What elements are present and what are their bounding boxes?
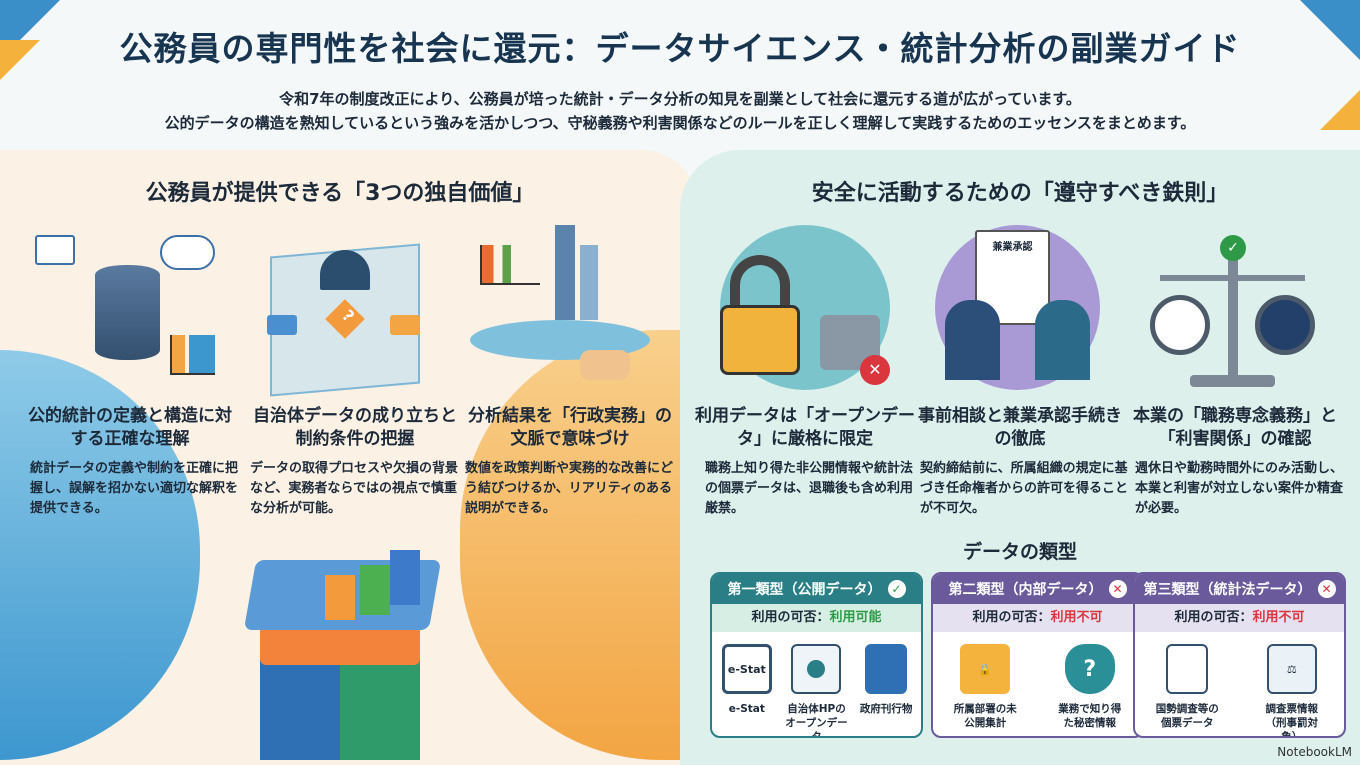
value-body-1: 統計データの定義や制約を正確に把握し、誤解を招かない適切な解釈を提供できる。: [30, 461, 239, 516]
e-stat-monitor-icon: e-Stat: [721, 644, 772, 694]
data-type-card-1: 第一類型（公開データ） ✓ 利用の可否：利用可能 e-Stat e-Stat 自治体…: [710, 572, 923, 738]
decor-triangle: [1300, 0, 1360, 60]
card-title: 第一類型（公開データ）: [727, 582, 882, 598]
rules-heading: 安全に活動するための「遵守すべき鉄則」: [811, 181, 1229, 206]
values-heading: 公務員が提供できる「3つの独自価値」: [145, 181, 535, 206]
government-data-cube-illustration: ?: [255, 235, 435, 400]
night-clock-icon: [1255, 295, 1315, 355]
web-page-globe-icon: [791, 644, 842, 694]
data-type-card-2: 第二類型（内部データ） ✕ 利用の可否：利用不可 🔒 所属部署の未公開集計 ? 業務で…: [931, 572, 1144, 738]
availability-label: 利用の可否：: [1174, 610, 1253, 625]
item-label: 政府刊行物: [859, 703, 913, 715]
notebooklm-watermark: NotebookLM: [1277, 745, 1352, 759]
value-title-1: 公的統計の定義と構造に対する正確な理解: [28, 406, 232, 449]
card-title: 第三類型（統計法データ）: [1143, 582, 1312, 598]
decor-triangle: [0, 40, 40, 80]
approval-handshake-illustration: 兼業承認: [935, 225, 1100, 390]
check-icon: ✓: [887, 580, 906, 598]
item-label: e-Stat: [728, 703, 765, 715]
rule-body-3: 週休日や勤務時間外にのみ活動し、本業と利害が対立しない案件か精査が必要。: [1135, 461, 1344, 516]
availability-status: 利用可能: [829, 610, 882, 625]
x-icon: ✕: [1108, 580, 1127, 598]
padlock-icon: [720, 305, 800, 375]
subtitle-line-2: 公的データの構造を熟知しているという強みを活かしつつ、守秘義務や利害関係などのル…: [164, 114, 1196, 132]
data-type-card-3: 第三類型（統計法データ） ✕ 利用の可否：利用不可 国勢調査等の個票データ ⚖ 調査…: [1133, 572, 1346, 738]
data-types-heading: データの類型: [962, 541, 1077, 563]
rule-body-2: 契約締結前に、所属組織の規定に基づき任命権者からの許可を得ることが不可欠。: [920, 461, 1129, 516]
availability-status: 利用不可: [1050, 610, 1103, 625]
item-label: 所属部署の未公開集計: [953, 703, 1017, 729]
rule-title-3: 本業の「職務専念義務」と「利害関係」の確認: [1133, 406, 1337, 449]
book-icon: [865, 644, 908, 694]
availability-label: 利用の可否：: [972, 610, 1051, 625]
item-label: 調査票情報（刑事罰対象）: [1265, 703, 1319, 738]
data-blocks-illustration: [243, 540, 442, 760]
values-panel: 公務員が提供できる「3つの独自価値」 ? 公的統計の定義と構造に対する正確な理解…: [0, 150, 700, 765]
lock-safe-illustration: ✕: [720, 225, 890, 390]
decor-triangle: [1320, 90, 1360, 130]
balance-scale-illustration: ✓: [1150, 230, 1315, 390]
shield-lock-icon: ?: [1064, 644, 1115, 694]
clipboard-gavel-icon: ⚖: [1266, 644, 1317, 694]
card-title: 第二類型（内部データ）: [948, 582, 1103, 598]
city-bridge-illustration: [470, 225, 650, 395]
x-icon: ✕: [860, 355, 890, 385]
database-illustration: [35, 230, 220, 395]
rule-title-1: 利用データは「オープンデータ」に厳格に限定: [695, 406, 915, 449]
item-label: 国勢調査等の個票データ: [1155, 703, 1219, 729]
availability-label: 利用の可否：: [751, 610, 830, 625]
item-label: 自治体HPのオープンデータ: [785, 703, 848, 738]
approval-document: 兼業承認: [975, 230, 1050, 325]
locked-folder-icon: 🔒: [960, 644, 1011, 694]
check-icon: ✓: [1220, 235, 1246, 261]
item-label: 業務で知り得た秘密情報: [1058, 703, 1122, 729]
handshake-icon: [580, 350, 630, 380]
clock-icon: [1150, 295, 1210, 355]
rule-body-1: 職務上知り得た非公開情報や統計法の個票データは、退職後も含め利用厳禁。: [705, 461, 914, 516]
availability-status: 利用不可: [1252, 610, 1305, 625]
x-icon: ✕: [1317, 580, 1336, 598]
page-title: 公務員の専門性を社会に還元：データサイエンス・統計分析の副業ガイド: [119, 29, 1241, 68]
document-icon: [1166, 644, 1209, 694]
value-title-3: 分析結果を「行政実務」の文脈で意味づけ: [468, 406, 672, 449]
value-body-3: 数値を政策判断や実務的な改善にどう結びつけるか、リアリティのある説明ができる。: [465, 461, 674, 516]
value-title-2: 自治体データの成り立ちと制約条件の把握: [253, 406, 457, 449]
rule-title-2: 事前相談と兼業承認手続きの徹底: [918, 406, 1122, 449]
subtitle-line-1: 令和7年の制度改正により、公務員が培った統計・データ分析の知見を副業として社会に…: [279, 90, 1081, 108]
value-body-2: データの取得プロセスや欠損の背景など、実務者ならではの視点で慎重な分析が可能。: [250, 461, 459, 516]
